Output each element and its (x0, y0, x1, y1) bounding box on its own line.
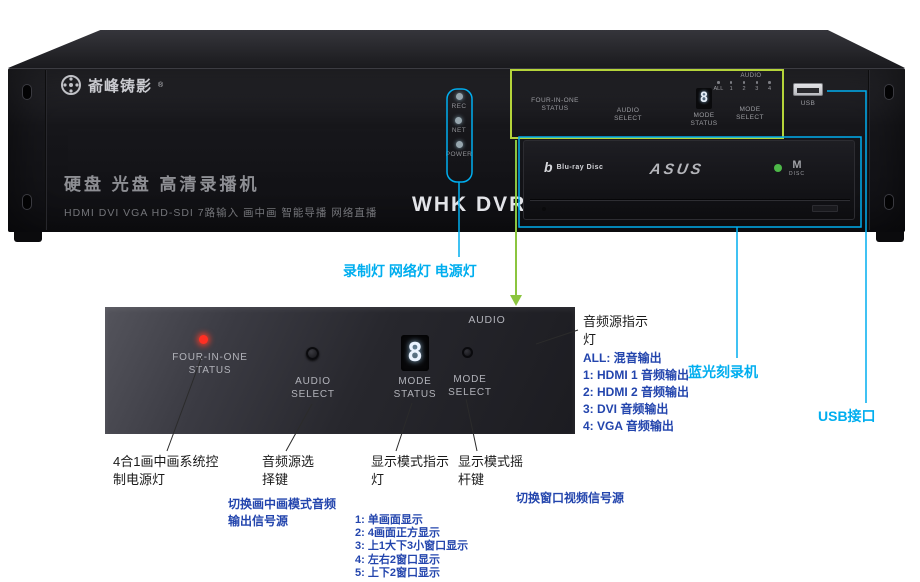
leds-callout: 录制灯 网络灯 电源灯 (343, 263, 477, 279)
audio-output-list: ALL: 混音输出 1: HDMI 1 音频输出 2: HDMI 2 音频输出 … (583, 351, 690, 433)
display-mode-list: 1: 单画面显示 2: 4画面正方显示 3: 上1大下3小窗口显示 4: 左右2… (355, 514, 469, 579)
audio-select-button (306, 347, 319, 360)
device-top-panel (8, 30, 905, 68)
model-name: WHK DVR (412, 193, 527, 216)
audio-heading-mini: AUDIO (740, 73, 762, 79)
audio-select-callout: 音频源选 择键 (262, 454, 315, 487)
net-led (455, 117, 463, 124)
device-foot (876, 230, 904, 242)
status-led-column: REC NET POWER (446, 93, 472, 165)
rec-led-label: REC (451, 103, 467, 110)
seven-segment-display-mini: 8 (696, 88, 712, 109)
bluray-disc-logo: b Blu-ray Disc (544, 159, 604, 175)
four-in-one-status-label: FOUR-IN-ONE STATUS (172, 352, 248, 376)
rack-screw-hole (22, 84, 32, 100)
panel-seam (868, 70, 870, 230)
drive-tray-seam (530, 199, 850, 201)
device-feature-line: HDMI DVI VGA HD-SDI 7路输入 画中画 智能导播 网络直播 (64, 207, 378, 219)
mode-status-label: MODE STATUS (393, 376, 437, 400)
usb-callout: USB接口 (818, 408, 876, 424)
film-reel-icon (61, 75, 81, 95)
mode-select-label: MODE SELECT (448, 374, 492, 398)
channel-led (717, 81, 720, 84)
audio-heading: AUDIO (468, 314, 506, 326)
channel-led (729, 81, 733, 84)
zoom-connector-arrow (510, 295, 522, 306)
device-tagline: 硬盘 光盘 高清录播机 (64, 175, 260, 194)
power-led-label: POWER (445, 151, 473, 158)
net-led-label: NET (451, 127, 467, 134)
channel-led (768, 81, 771, 84)
bluray-callout: 蓝光刻录机 (688, 364, 758, 380)
brand-name: 嵛峰铸影 (88, 77, 153, 95)
rec-led (455, 93, 463, 100)
usb-port (793, 83, 823, 96)
audio-select-label: AUDIO SELECT (291, 376, 335, 400)
audio-channel-row-mini: ALL 1 2 3 4 (712, 81, 776, 92)
four-in-one-status-label-mini: FOUR-IN-ONE STATUS (531, 97, 579, 113)
audio-select-note: 切换画中画模式音频 输出信号源 (228, 497, 337, 528)
mode-status-label-mini: MODE STATUS (690, 112, 718, 128)
four-in-one-power-led (199, 335, 208, 344)
mdisc-logo: M DISC (774, 159, 805, 177)
brand-logo: 嵛峰铸影 ® (60, 74, 163, 96)
eject-button (812, 205, 838, 212)
rack-screw-hole (22, 194, 32, 210)
four-in-one-callout: 4合1画中画系统控 制电源灯 (113, 454, 219, 487)
mode-select-joystick (462, 347, 473, 358)
mode-status-callout: 显示模式指示 灯 (371, 454, 450, 487)
asus-logo: ASUS (648, 161, 706, 178)
audio-indicator-callout: 音频源指示 灯 (583, 314, 649, 347)
audio-select-label-mini: AUDIO SELECT (614, 107, 642, 123)
channel-led (742, 81, 746, 84)
usb-port-label: USB (800, 100, 816, 107)
channel-led (755, 81, 759, 84)
seven-segment-display: 8 (401, 335, 429, 371)
mode-select-label-mini: MODE SELECT (736, 106, 764, 122)
bluray-drive: b Blu-ray Disc ASUS M DISC (523, 140, 855, 220)
drive-badge-icon (774, 164, 782, 172)
mode-select-note: 切换窗口视频信号源 (516, 491, 625, 505)
power-led (455, 141, 463, 148)
rack-screw-hole (884, 194, 894, 210)
device-foot (14, 230, 42, 242)
panel-seam (45, 70, 47, 230)
rack-screw-hole (884, 84, 894, 100)
registered-mark: ® (158, 81, 164, 89)
drive-indicator-hole (542, 207, 546, 211)
mode-select-callout: 显示模式摇 杆键 (458, 454, 524, 487)
